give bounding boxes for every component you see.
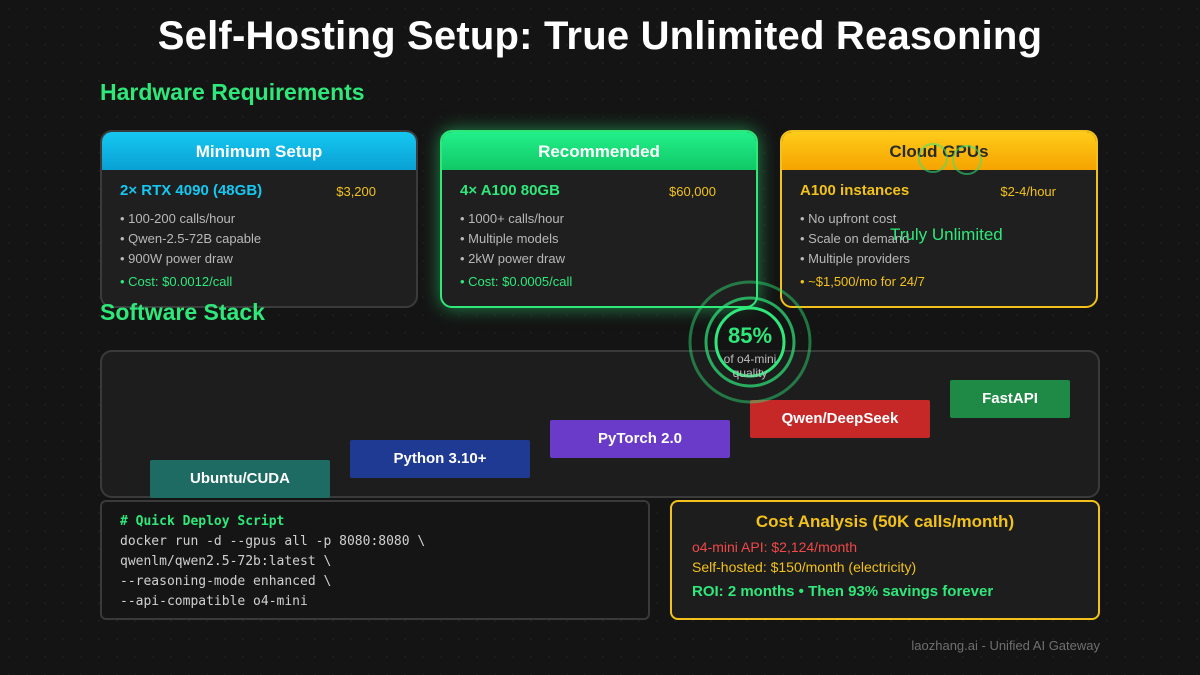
cost-analysis-title: Cost Analysis (50K calls/month)	[755, 512, 1015, 531]
card-header: Cloud GPUs	[782, 132, 1096, 170]
quality-rings-icon	[688, 280, 812, 404]
bullet-item: • 900W power draw	[120, 251, 233, 266]
code-line: qwenlm/qwen2.5-72b:latest \	[120, 554, 332, 569]
self-hosted-cost-line: Self-hosted: $150/month (electricity)	[692, 559, 917, 575]
card-cost: • Cost: $0.0012/call	[120, 274, 233, 289]
card-bullets: • No upfront cost • Scale on demand • Mu…	[800, 209, 910, 269]
hardware-heading: Hardware Requirements	[100, 79, 365, 105]
stack-layer-ubuntu-cuda: Ubuntu/CUDA	[150, 460, 330, 498]
card-price: $3,200	[336, 184, 376, 199]
stack-layer-python: Python 3.10+	[350, 440, 530, 478]
api-cost-line: o4-mini API: $2,124/month	[692, 539, 857, 555]
card-bullets: • 100-200 calls/hour • Qwen-2.5-72B capa…	[120, 209, 261, 269]
stack-layer-fastapi: FastAPI	[950, 380, 1070, 418]
roi-line: ROI: 2 months • Then 93% savings forever	[692, 583, 994, 600]
code-line: docker run -d --gpus all -p 8080:8080 \	[120, 534, 426, 549]
bullet-item: • Multiple models	[460, 231, 559, 246]
card-spec: A100 instances	[800, 182, 910, 199]
software-heading: Software Stack	[100, 299, 265, 325]
card-cloud-gpus: Cloud GPUs A100 instances $2-4/hour • No…	[780, 130, 1098, 308]
bullet-item: • Scale on demand	[800, 231, 910, 246]
bullet-item: • Qwen-2.5-72B capable	[120, 231, 262, 246]
card-price: $2-4/hour	[1000, 184, 1056, 199]
card-header: Recommended	[442, 132, 756, 170]
quality-value: 85%	[727, 323, 773, 348]
code-comment: # Quick Deploy Script	[120, 514, 285, 529]
card-header: Minimum Setup	[102, 132, 416, 170]
card-cost: • ~$1,500/mo for 24/7	[800, 274, 925, 289]
decorative-rings-icon	[918, 143, 982, 175]
page-title: Self-Hosting Setup: True Unlimited Reaso…	[157, 14, 1043, 58]
card-spec: 2× RTX 4090 (48GB)	[120, 182, 263, 199]
bullet-item: • No upfront cost	[800, 211, 897, 226]
card-spec: 4× A100 80GB	[460, 182, 560, 199]
stack-layer-qwen-deepseek: Qwen/DeepSeek	[750, 400, 930, 438]
bullet-item: • Multiple providers	[800, 251, 911, 266]
code-line: --reasoning-mode enhanced \	[120, 574, 332, 589]
card-minimum-setup: Minimum Setup 2× RTX 4090 (48GB) $3,200 …	[100, 130, 418, 308]
quality-label-line: quality	[732, 366, 768, 380]
card-recommended: Recommended 4× A100 80GB $60,000 • 1000+…	[440, 130, 758, 308]
quality-label-line: of o4-mini	[723, 352, 777, 366]
card-cost: • Cost: $0.0005/call	[460, 274, 573, 289]
footer-credit: laozhang.ai - Unified AI Gateway	[911, 638, 1100, 653]
code-line: --api-compatible o4-mini	[120, 594, 308, 609]
card-bullets: • 1000+ calls/hour • Multiple models • 2…	[460, 209, 565, 269]
bullet-item: • 2kW power draw	[460, 251, 565, 266]
quality-label: of o4-mini quality	[700, 352, 800, 380]
cost-analysis-panel: Cost Analysis (50K calls/month) o4-mini …	[670, 500, 1100, 620]
deploy-script-block: # Quick Deploy Script docker run -d --gp…	[100, 500, 650, 620]
bullet-item: • 100-200 calls/hour	[120, 211, 236, 226]
truly-unlimited-label: Truly Unlimited	[890, 225, 1003, 244]
card-price: $60,000	[669, 184, 716, 199]
bullet-item: • 1000+ calls/hour	[460, 211, 564, 226]
stack-layer-pytorch: PyTorch 2.0	[550, 420, 730, 458]
